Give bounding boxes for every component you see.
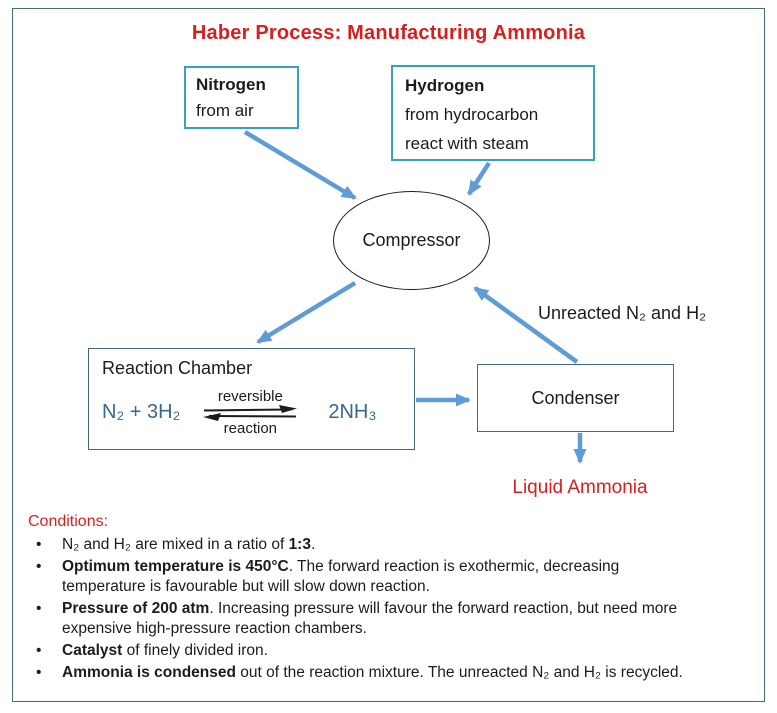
equilibrium-equation: N₂ + 3H₂ reversible reaction 2NH₃ bbox=[102, 389, 377, 437]
condition-text-bold: Optimum temperature is 450°C bbox=[62, 557, 289, 575]
nitrogen-box: Nitrogen from air bbox=[184, 66, 299, 129]
diagram-title: Haber Process: Manufacturing Ammonia bbox=[191, 22, 586, 44]
condition-item-condensation: • Ammonia is condensed out of the reactio… bbox=[28, 663, 696, 684]
condition-text-post: . The forward reaction is exothermic, de… bbox=[62, 557, 620, 596]
hydrogen-desc-line1: from hydrocarbon bbox=[405, 105, 539, 124]
reversible-reaction-block: reversible reaction bbox=[202, 389, 298, 437]
condenser-box: Condenser bbox=[477, 364, 674, 432]
equilibrium-arrows-icon bbox=[203, 404, 298, 421]
liquid-ammonia-label: Liquid Ammonia bbox=[512, 477, 648, 498]
reaction-chamber-box: Reaction Chamber N₂ + 3H₂ reversible rea… bbox=[88, 348, 415, 450]
nitrogen-desc: from air bbox=[196, 101, 254, 120]
outer-frame bbox=[12, 8, 765, 702]
condition-item-catalyst: • Catalyst of finely divided iron. bbox=[28, 641, 696, 662]
condition-text-bold: Pressure of 200 atm bbox=[62, 599, 210, 617]
condition-text-post: . Increasing pressure will favour the fo… bbox=[62, 599, 678, 638]
bullet-marker: • bbox=[36, 663, 42, 681]
reactants-formula: N₂ + 3H₂ bbox=[102, 401, 181, 424]
hydrogen-box: Hydrogen from hydrocarbon react with ste… bbox=[391, 65, 595, 161]
nitrogen-name: Nitrogen bbox=[196, 75, 266, 94]
reversible-label: reversible bbox=[217, 388, 283, 405]
condition-text-post: of finely divided iron. bbox=[122, 641, 268, 659]
condition-item-temperature: • Optimum temperature is 450°C. The forwa… bbox=[28, 557, 696, 598]
hydrogen-desc-line2: react with steam bbox=[405, 134, 529, 153]
condenser-label: Condenser bbox=[531, 387, 620, 408]
hydrogen-name: Hydrogen bbox=[405, 76, 485, 95]
condition-text-bold: Ammonia is condensed bbox=[62, 663, 236, 681]
condition-text-post: . bbox=[310, 536, 316, 553]
condition-text-bold: 1:3 bbox=[288, 536, 311, 553]
conditions-list: • N₂ and H₂ are mixed in a ratio of 1:3 . … bbox=[28, 535, 696, 683]
bullet-marker: • bbox=[36, 641, 42, 659]
condition-text-post: out of the reaction mixture. The unreact… bbox=[235, 663, 683, 681]
bullet-marker: • bbox=[36, 599, 42, 617]
conditions-heading: Conditions: bbox=[28, 513, 109, 530]
condition-text-pre: N₂ and H₂ are mixed in a ratio of bbox=[62, 536, 289, 553]
bullet-marker: • bbox=[36, 557, 42, 575]
product-formula: 2NH₃ bbox=[328, 401, 377, 424]
condition-item-pressure: • Pressure of 200 atm. Increasing pressur… bbox=[28, 599, 696, 640]
conditions-section: Conditions: • N₂ and H₂ are mixed in a ra… bbox=[28, 513, 748, 684]
unreacted-gases-label: Unreacted N₂ and H₂ bbox=[538, 303, 707, 323]
compressor-node: Compressor bbox=[333, 191, 490, 290]
bullet-marker: • bbox=[36, 536, 42, 553]
reaction-label: reaction bbox=[223, 419, 278, 437]
compressor-label: Compressor bbox=[362, 230, 461, 250]
condition-text-bold: Catalyst bbox=[62, 641, 123, 659]
reaction-chamber-label: Reaction Chamber bbox=[102, 358, 253, 378]
condition-item-ratio: • N₂ and H₂ are mixed in a ratio of 1:3. bbox=[28, 535, 696, 556]
